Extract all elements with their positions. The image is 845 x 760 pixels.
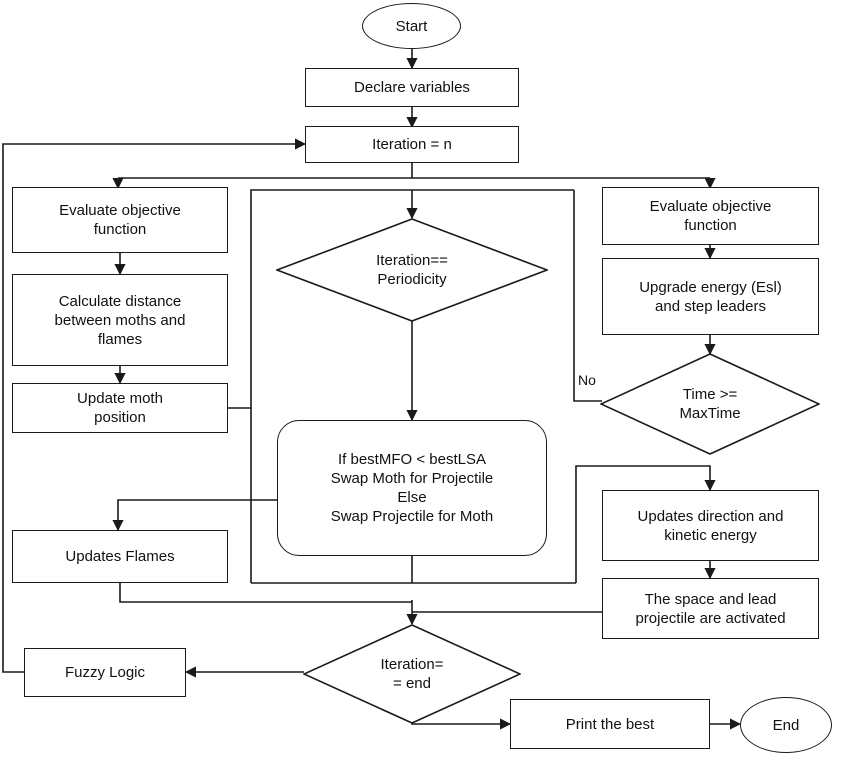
fuzzy-logic-box: Fuzzy Logic [24,648,186,697]
mfo-update-position-box: Update moth position [12,383,228,433]
maxtime-decision: Time >= MaxTime [600,353,820,455]
start-terminal: Start [362,3,461,49]
mfo-calculate-distance-box: Calculate distance between moths and fla… [12,274,228,366]
no-label: No [578,372,596,388]
edge-center-to-lsa-direction [575,465,716,583]
print-best-box: Print the best [510,699,710,749]
periodicity-decision: Iteration== Periodicity [276,218,548,322]
edge-flames-to-merge [119,582,412,603]
edge-center-right-line [573,190,602,402]
iteration-n-box: Iteration = n [305,126,519,163]
mfo-evaluate-objective-box: Evaluate objective function [12,187,228,253]
lsa-upgrade-energy-box: Upgrade energy (Esl) and step leaders [602,258,819,335]
maxtime-label: Time >= MaxTime [679,386,741,422]
iteration-end-label: Iteration= = end [380,656,444,692]
swap-condition-box: If bestMFO < bestLSA Swap Moth for Proje… [277,420,547,556]
periodicity-label: Iteration== Periodicity [376,252,448,288]
edge-fuzzy-loop [2,138,307,673]
lsa-space-lead-box: The space and lead projectile are activa… [602,578,819,639]
iteration-end-decision: Iteration= = end [303,624,521,724]
updates-flames-box: Updates Flames [12,530,228,583]
lsa-updates-direction-box: Updates direction and kinetic energy [602,490,819,561]
declare-variables-box: Declare variables [305,68,519,107]
end-terminal: End [740,697,832,753]
lsa-evaluate-objective-box: Evaluate objective function [602,187,819,245]
